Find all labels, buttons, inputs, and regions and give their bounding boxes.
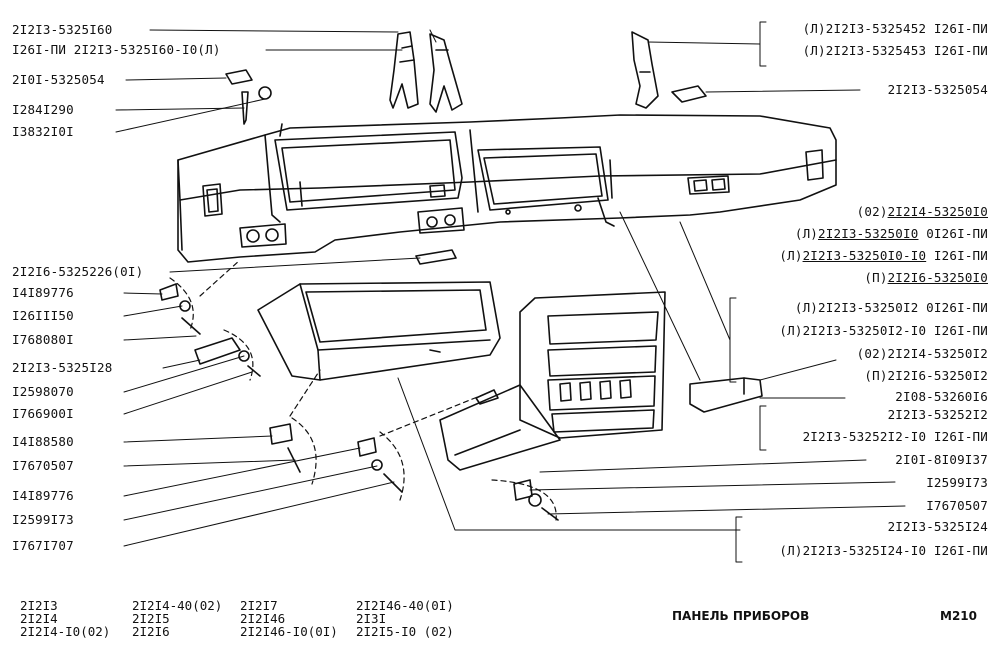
page-code: M210	[940, 609, 977, 623]
center-console-drawing	[415, 249, 763, 471]
label-right-18: (Л)2I2I3-5325I24-I0 I26I-ПИ	[779, 543, 988, 558]
label-right-15: I2599I73	[926, 475, 988, 490]
hardware-drawings	[159, 283, 559, 521]
model-col-3: 2I2I7 2I2I46 2I2I46-I0(0I)	[240, 599, 338, 638]
model-col-2: 2I2I4-40(02) 2I2I5 2I2I6	[132, 599, 222, 638]
label-right-5-suffix: I26I-ПИ	[926, 248, 988, 263]
label-right-5: (Л)2I2I3-53250I0-I0 I26I-ПИ	[779, 249, 988, 263]
label-right-6-code: 2I2I6-53250I0	[887, 270, 988, 285]
model-item: 2I2I4	[20, 611, 58, 626]
model-col-4: 2I2I46-40(0I) 2I3I 2I2I5-I0 (02)	[356, 599, 454, 638]
label-right-13: 2I2I3-53252I2-I0 I26I-ПИ	[802, 429, 988, 444]
label-part-7: I4I89776	[12, 285, 74, 300]
label-part-10: 2I2I3-5325I28	[12, 360, 113, 375]
model-item: 2I2I4-I0(02)	[20, 624, 111, 639]
label-part-14: I7670507	[12, 458, 74, 473]
model-item: 2I2I3	[20, 598, 58, 613]
instrument-panel-drawing	[177, 114, 837, 263]
label-right-4-suffix: 0I26I-ПИ	[918, 226, 988, 241]
label-part-1: 2I2I3-5325I60	[12, 22, 113, 37]
model-item: 2I3I	[356, 611, 387, 626]
label-right-17: 2I2I3-5325I24	[887, 519, 988, 534]
model-item: 2I2I7	[240, 598, 278, 613]
model-item: 2I2I4-40(02)	[132, 598, 223, 613]
label-right-5-code: 2I2I3-53250I0-I0	[802, 248, 927, 263]
label-right-7: (Л)2I2I3-53250I2 0I26I-ПИ	[794, 300, 988, 315]
label-right-5-prefix: (Л)	[779, 248, 803, 263]
label-right-2: 2I2I3-5325054	[887, 82, 988, 97]
label-right-4: (Л)2I2I3-53250I0 0I26I-ПИ	[795, 227, 988, 241]
label-right-14: 2I0I-8I09I37	[895, 452, 988, 467]
label-right-1a: (Л)2I2I3-5325452 I26I-ПИ	[802, 21, 988, 36]
label-part-4: I284I290	[12, 102, 74, 117]
label-part-12: I766900I	[12, 406, 74, 421]
label-right-12: 2I2I3-53252I2	[887, 407, 988, 422]
glove-box-drawing	[257, 281, 501, 381]
model-item: 2I2I5-I0 (02)	[356, 624, 454, 639]
label-part-9: I768080I	[12, 332, 74, 347]
label-part-11: I2598070	[12, 384, 74, 399]
label-part-6: 2I2I6-5325226(0I)	[12, 264, 144, 279]
label-right-3-code: 2I2I4-53250I0	[887, 204, 988, 219]
label-right-16: I7670507	[926, 498, 988, 513]
label-right-6: (П)2I2I6-53250I0	[864, 271, 988, 285]
label-part-5: I3832I0I	[12, 124, 74, 139]
label-right-11: 2I08-53260I6	[895, 389, 988, 404]
dashed-guides	[169, 259, 557, 521]
label-right-4-prefix: (Л)	[794, 226, 819, 241]
model-item: 2I2I46	[240, 611, 286, 626]
model-item: 2I2I46-40(0I)	[356, 598, 454, 613]
label-right-10: (П)2I2I6-53250I2	[864, 368, 988, 383]
label-right-6-prefix: (П)	[864, 270, 888, 285]
label-right-3: (02)2I2I4-53250I0	[857, 205, 988, 219]
label-right-1b: (Л)2I2I3-5325453 I26I-ПИ	[802, 43, 988, 58]
label-right-4-code: 2I2I3-53250I0	[818, 226, 919, 241]
label-part-3: 2I0I-5325054	[12, 72, 105, 87]
label-right-3-prefix: (02)	[856, 204, 888, 219]
label-part-15: I4I89776	[12, 488, 74, 503]
model-item: 2I2I6	[132, 624, 170, 639]
label-right-8: (Л)2I2I3-53250I2-I0 I26I-ПИ	[779, 323, 988, 338]
label-part-16: I2599I73	[12, 512, 74, 527]
label-part-2: I26I-ПИ 2I2I3-5325I60-I0(Л)	[12, 42, 221, 57]
leader-lines	[115, 21, 906, 563]
label-part-17: I767I707	[12, 538, 74, 553]
model-item: 2I2I46-I0(0I)	[240, 624, 338, 639]
label-part-13: I4I88580	[12, 434, 74, 449]
diagram-title: ПАНЕЛЬ ПРИБОРОВ	[672, 609, 810, 623]
model-col-1: 2I2I3 2I2I4 2I2I4-I0(02)	[20, 599, 110, 638]
label-part-8: I26III50	[12, 308, 74, 323]
model-item: 2I2I5	[132, 611, 170, 626]
label-right-9: (02)2I2I4-53250I2	[856, 346, 988, 361]
bracket-drawings	[225, 31, 707, 125]
